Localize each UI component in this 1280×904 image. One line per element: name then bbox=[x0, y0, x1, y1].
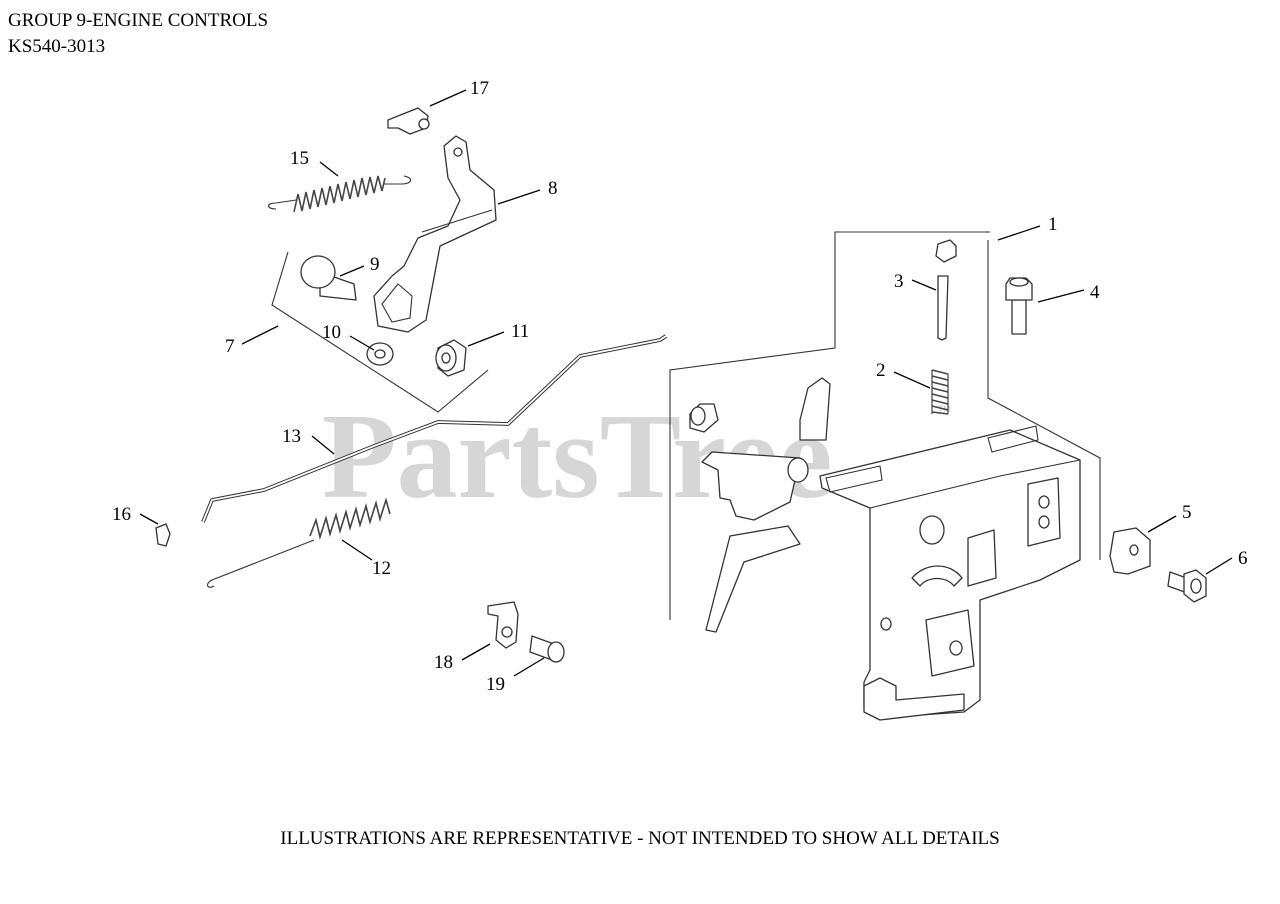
bracket-group-outline bbox=[669, 231, 1101, 620]
part-8-lever[interactable] bbox=[373, 135, 497, 333]
callout-11: 11 bbox=[511, 321, 529, 342]
callout-17: 17 bbox=[470, 78, 489, 99]
part-9-pin[interactable] bbox=[300, 255, 357, 301]
callout-10: 10 bbox=[322, 322, 341, 343]
disclaimer-text: ILLUSTRATIONS ARE REPRESENTATIVE - NOT I… bbox=[280, 828, 1000, 849]
callout-labels: 1 2 3 4 5 6 7 8 9 10 11 12 13 15 16 17 1… bbox=[112, 78, 1248, 695]
leader-lines bbox=[139, 89, 1233, 677]
callout-3: 3 bbox=[894, 271, 904, 292]
part-13-link-rod[interactable] bbox=[201, 334, 668, 523]
callout-8: 8 bbox=[548, 178, 558, 199]
callout-9: 9 bbox=[370, 254, 380, 275]
part-10-lock-washer[interactable] bbox=[366, 342, 394, 366]
part-19-screw[interactable] bbox=[529, 635, 565, 663]
callout-1: 1 bbox=[1048, 214, 1058, 235]
part-5-clamp[interactable] bbox=[1109, 527, 1151, 575]
callout-2: 2 bbox=[876, 360, 886, 381]
callout-4: 4 bbox=[1090, 282, 1100, 303]
part-6-flange-screw[interactable] bbox=[1167, 569, 1207, 603]
callout-7: 7 bbox=[225, 336, 235, 357]
part-12-spring[interactable] bbox=[206, 497, 391, 588]
part-1-control-bracket[interactable] bbox=[689, 377, 1081, 721]
callout-15: 15 bbox=[290, 148, 309, 169]
page-header: GROUP 9-ENGINE CONTROLS KS540-3013 bbox=[8, 8, 268, 60]
part-4-shoulder-screw[interactable] bbox=[1005, 277, 1033, 335]
part-18-clip[interactable] bbox=[487, 601, 519, 649]
part-16-clip[interactable] bbox=[155, 523, 171, 547]
part-3-bolt[interactable] bbox=[935, 239, 957, 341]
callout-6: 6 bbox=[1238, 548, 1248, 569]
part-15-spring[interactable] bbox=[267, 175, 412, 213]
callout-13: 13 bbox=[282, 426, 301, 447]
part-2-spring[interactable] bbox=[931, 369, 949, 415]
callout-5: 5 bbox=[1182, 502, 1192, 523]
model-number: KS540-3013 bbox=[8, 36, 106, 57]
callout-19: 19 bbox=[486, 674, 505, 695]
callout-16: 16 bbox=[112, 504, 131, 525]
part-17-clip[interactable] bbox=[387, 107, 430, 135]
bracket-group-7 bbox=[271, 251, 489, 413]
part-11-bushing[interactable] bbox=[435, 339, 467, 377]
group-title: GROUP 9-ENGINE CONTROLS bbox=[8, 10, 269, 31]
callout-12: 12 bbox=[372, 558, 391, 579]
callout-18: 18 bbox=[434, 652, 453, 673]
